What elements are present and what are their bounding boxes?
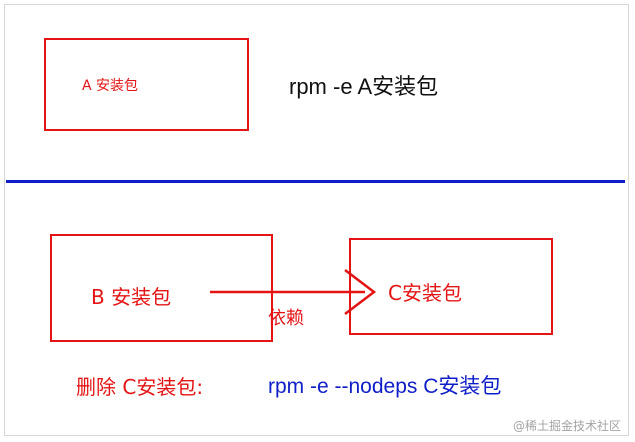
package-b-label: B 安装包: [91, 285, 172, 309]
remove-nodeps-command: rpm -e --nodeps C安装包: [268, 375, 502, 398]
remove-command-a: rpm -e A安装包: [289, 74, 439, 99]
package-b-box: [50, 234, 273, 342]
package-a-label: A 安装包: [82, 78, 139, 94]
delete-package-c-label: 删除 C安装包:: [76, 375, 204, 399]
diagram-frame: [4, 4, 629, 436]
package-a-box: [44, 38, 249, 131]
package-c-label: C安装包: [388, 281, 462, 305]
watermark: @稀土掘金技术社区: [512, 419, 621, 433]
section-divider: [6, 180, 625, 183]
dependency-arrow: [210, 269, 377, 315]
package-c-box: [349, 238, 553, 335]
dependency-label: 依赖: [268, 308, 304, 329]
